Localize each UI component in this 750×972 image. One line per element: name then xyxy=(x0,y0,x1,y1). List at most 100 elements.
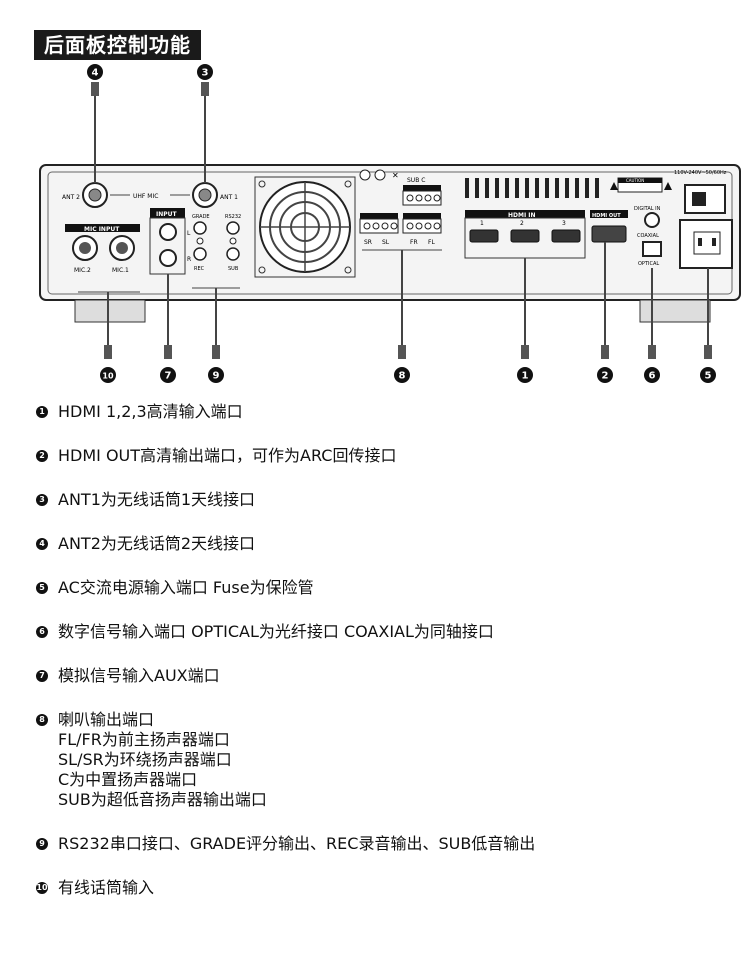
svg-text:6: 6 xyxy=(649,371,656,382)
legend-text: ANT2为无线话筒2天线接口 xyxy=(58,534,256,553)
svg-text:9: 9 xyxy=(213,371,220,382)
callout-9: 9 xyxy=(208,367,224,383)
legend-text: 数字信号输入端口 OPTICAL为光纤接口 COAXIAL为同轴接口 xyxy=(58,622,494,641)
optical-port xyxy=(642,241,662,257)
caution-label: CAUTION xyxy=(626,178,644,183)
legend-number-badge: 10 xyxy=(36,882,48,894)
legend-item-5: 5 AC交流电源输入端口 Fuse为保险管 xyxy=(36,578,736,598)
grade-jack xyxy=(193,221,207,235)
input-label: INPUT xyxy=(156,211,178,218)
legend-text: 喇叭输出端口 xyxy=(58,710,155,729)
svg-text:10: 10 xyxy=(102,372,114,381)
ac-power-inlet xyxy=(679,219,733,269)
uhf-mic-label: UHF MIC xyxy=(133,193,158,200)
callout-5: 5 xyxy=(700,367,716,383)
ant2-label: ANT 2 xyxy=(62,194,80,201)
legend-item-9: 9 RS232串口接口、GRADE评分输出、REC录音输出、SUB低音输出 xyxy=(36,834,736,854)
svg-text:SUB: SUB xyxy=(228,266,239,272)
svg-text:3: 3 xyxy=(562,220,566,227)
svg-text:1: 1 xyxy=(522,371,529,382)
svg-text:8: 8 xyxy=(399,371,406,382)
input-r-jack xyxy=(159,249,177,267)
svg-text:4: 4 xyxy=(92,68,99,79)
hdmi-in-3-port xyxy=(551,229,581,243)
ant2-connector xyxy=(82,182,108,208)
svg-text:3: 3 xyxy=(202,68,209,79)
svg-text:FR: FR xyxy=(410,239,418,246)
svg-text:1: 1 xyxy=(480,220,484,227)
callout-6: 6 xyxy=(644,367,660,383)
callout-8: 8 xyxy=(394,367,410,383)
legend-number-badge: 7 xyxy=(36,670,48,682)
legend-text: SL/SR为环绕扬声器端口 xyxy=(58,750,232,769)
sub-c-label: SUB C xyxy=(407,177,425,184)
svg-text:DIGITAL IN: DIGITAL IN xyxy=(634,206,661,212)
svg-text:OPTICAL: OPTICAL xyxy=(638,261,659,267)
legend-number-badge: 3 xyxy=(36,494,48,506)
callout-4: 4 xyxy=(87,64,103,80)
hdmi-in-label: HDMI IN xyxy=(508,212,536,219)
function-legend: 1 HDMI 1,2,3高清输入端口 2 HDMI OUT高清输出端口，可作为A… xyxy=(36,402,736,898)
vent-slots xyxy=(465,178,599,198)
legend-number-badge: 4 xyxy=(36,538,48,550)
legend-text: AC交流电源输入端口 Fuse为保险管 xyxy=(58,578,314,597)
mic1-label: MIC.1 xyxy=(112,267,129,274)
callout-1: 1 xyxy=(517,367,533,383)
legend-text: RS232串口接口、GRADE评分输出、REC录音输出、SUB低音输出 xyxy=(58,834,536,853)
coaxial-jack xyxy=(644,212,660,228)
callout-2: 2 xyxy=(597,367,613,383)
callout-10: 10 xyxy=(100,367,116,383)
svg-text:RS232: RS232 xyxy=(225,214,241,220)
svg-text:GRADE: GRADE xyxy=(192,214,210,220)
svg-text:5: 5 xyxy=(705,371,712,382)
legend-number-badge: 8 xyxy=(36,714,48,726)
legend-number-badge: 5 xyxy=(36,582,48,594)
cooling-fan xyxy=(254,176,356,278)
legend-text: FL/FR为前主扬声器端口 xyxy=(58,730,230,749)
legend-item-8: 8 喇叭输出端口 FL/FR为前主扬声器端口 SL/SR为环绕扬声器端口 C为中… xyxy=(36,710,736,810)
svg-text:2: 2 xyxy=(602,371,609,382)
mic-input-label: MIC INPUT xyxy=(84,226,120,233)
legend-item-6: 6 数字信号输入端口 OPTICAL为光纤接口 COAXIAL为同轴接口 xyxy=(36,622,736,642)
legend-text: SUB为超低音扬声器输出端口 xyxy=(58,790,267,809)
svg-text:FL: FL xyxy=(428,239,435,246)
ant1-connector xyxy=(192,182,218,208)
legend-text: ANT1为无线话筒1天线接口 xyxy=(58,490,256,509)
callout-7: 7 xyxy=(160,367,176,383)
hdmi-out-label: HDMI OUT xyxy=(592,213,621,219)
legend-item-2: 2 HDMI OUT高清输出端口，可作为ARC回传接口 xyxy=(36,446,736,466)
rec-jack xyxy=(193,247,207,261)
rs232-jack xyxy=(226,221,240,235)
legend-number-badge: 1 xyxy=(36,406,48,418)
legend-text: 有线话筒输入 xyxy=(58,878,155,897)
legend-item-4: 4 ANT2为无线话筒2天线接口 xyxy=(36,534,736,554)
sub-jack xyxy=(226,247,240,261)
legend-text: 模拟信号输入AUX端口 xyxy=(58,666,220,685)
input-l-jack xyxy=(159,223,177,241)
svg-text:REC: REC xyxy=(194,266,205,272)
legend-number-badge: 9 xyxy=(36,838,48,850)
hdmi-in-1-port xyxy=(469,229,499,243)
svg-text:R: R xyxy=(187,256,191,263)
legend-text: C为中置扬声器端口 xyxy=(58,770,198,789)
legend-item-3: 3 ANT1为无线话筒1天线接口 xyxy=(36,490,736,510)
rear-panel-diagram: ANT 2 ANT 1 UHF MIC MIC INPUT MIC.2 MIC.… xyxy=(39,64,741,383)
section-title: 后面板控制功能 xyxy=(34,30,201,60)
ant1-label: ANT 1 xyxy=(220,194,238,201)
mic2-label: MIC.2 xyxy=(74,267,91,274)
legend-text: HDMI OUT高清输出端口，可作为ARC回传接口 xyxy=(58,446,397,465)
legend-number-badge: 2 xyxy=(36,450,48,462)
svg-text:2: 2 xyxy=(520,220,524,227)
callout-3: 3 xyxy=(197,64,213,80)
mic2-jack xyxy=(72,235,98,261)
svg-text:SR: SR xyxy=(364,239,372,246)
svg-text:✕: ✕ xyxy=(392,171,399,180)
legend-item-10: 10 有线话筒输入 xyxy=(36,878,736,898)
svg-text:SL: SL xyxy=(382,239,390,246)
legend-item-7: 7 模拟信号输入AUX端口 xyxy=(36,666,736,686)
legend-number-badge: 6 xyxy=(36,626,48,638)
legend-text: HDMI 1,2,3高清输入端口 xyxy=(58,402,243,421)
svg-text:COAXIAL: COAXIAL xyxy=(637,233,659,239)
svg-text:7: 7 xyxy=(165,371,172,382)
voltage-label: 110V-240V~50/60Hz xyxy=(674,170,727,176)
